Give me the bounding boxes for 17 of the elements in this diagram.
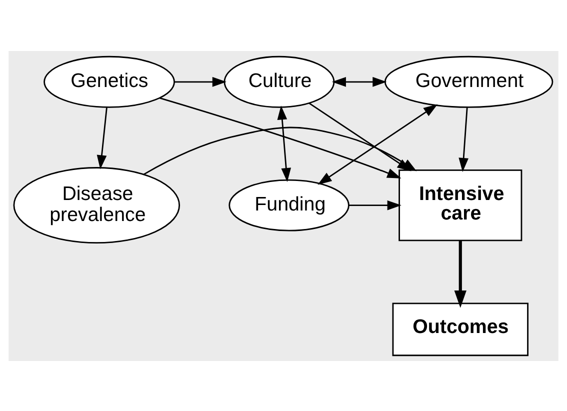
arrow bbox=[160, 96, 402, 178]
node-ellipse: Culture bbox=[224, 55, 335, 108]
node-box: Intensive care bbox=[398, 168, 522, 241]
node-ellipse: Genetics bbox=[44, 55, 175, 108]
arrow bbox=[96, 107, 108, 169]
node-ellipse: Funding bbox=[228, 178, 350, 231]
node-box: Outcomes bbox=[392, 302, 528, 356]
arrow bbox=[454, 240, 466, 308]
arrow bbox=[348, 200, 402, 210]
arrow bbox=[277, 105, 292, 182]
node-ellipse: Disease prevalence bbox=[13, 166, 180, 244]
arrow bbox=[174, 76, 226, 86]
arrow bbox=[318, 104, 438, 184]
arrow bbox=[144, 126, 417, 174]
node-ellipse: Government bbox=[384, 55, 554, 108]
arrow bbox=[332, 76, 387, 86]
arrow bbox=[458, 107, 468, 172]
